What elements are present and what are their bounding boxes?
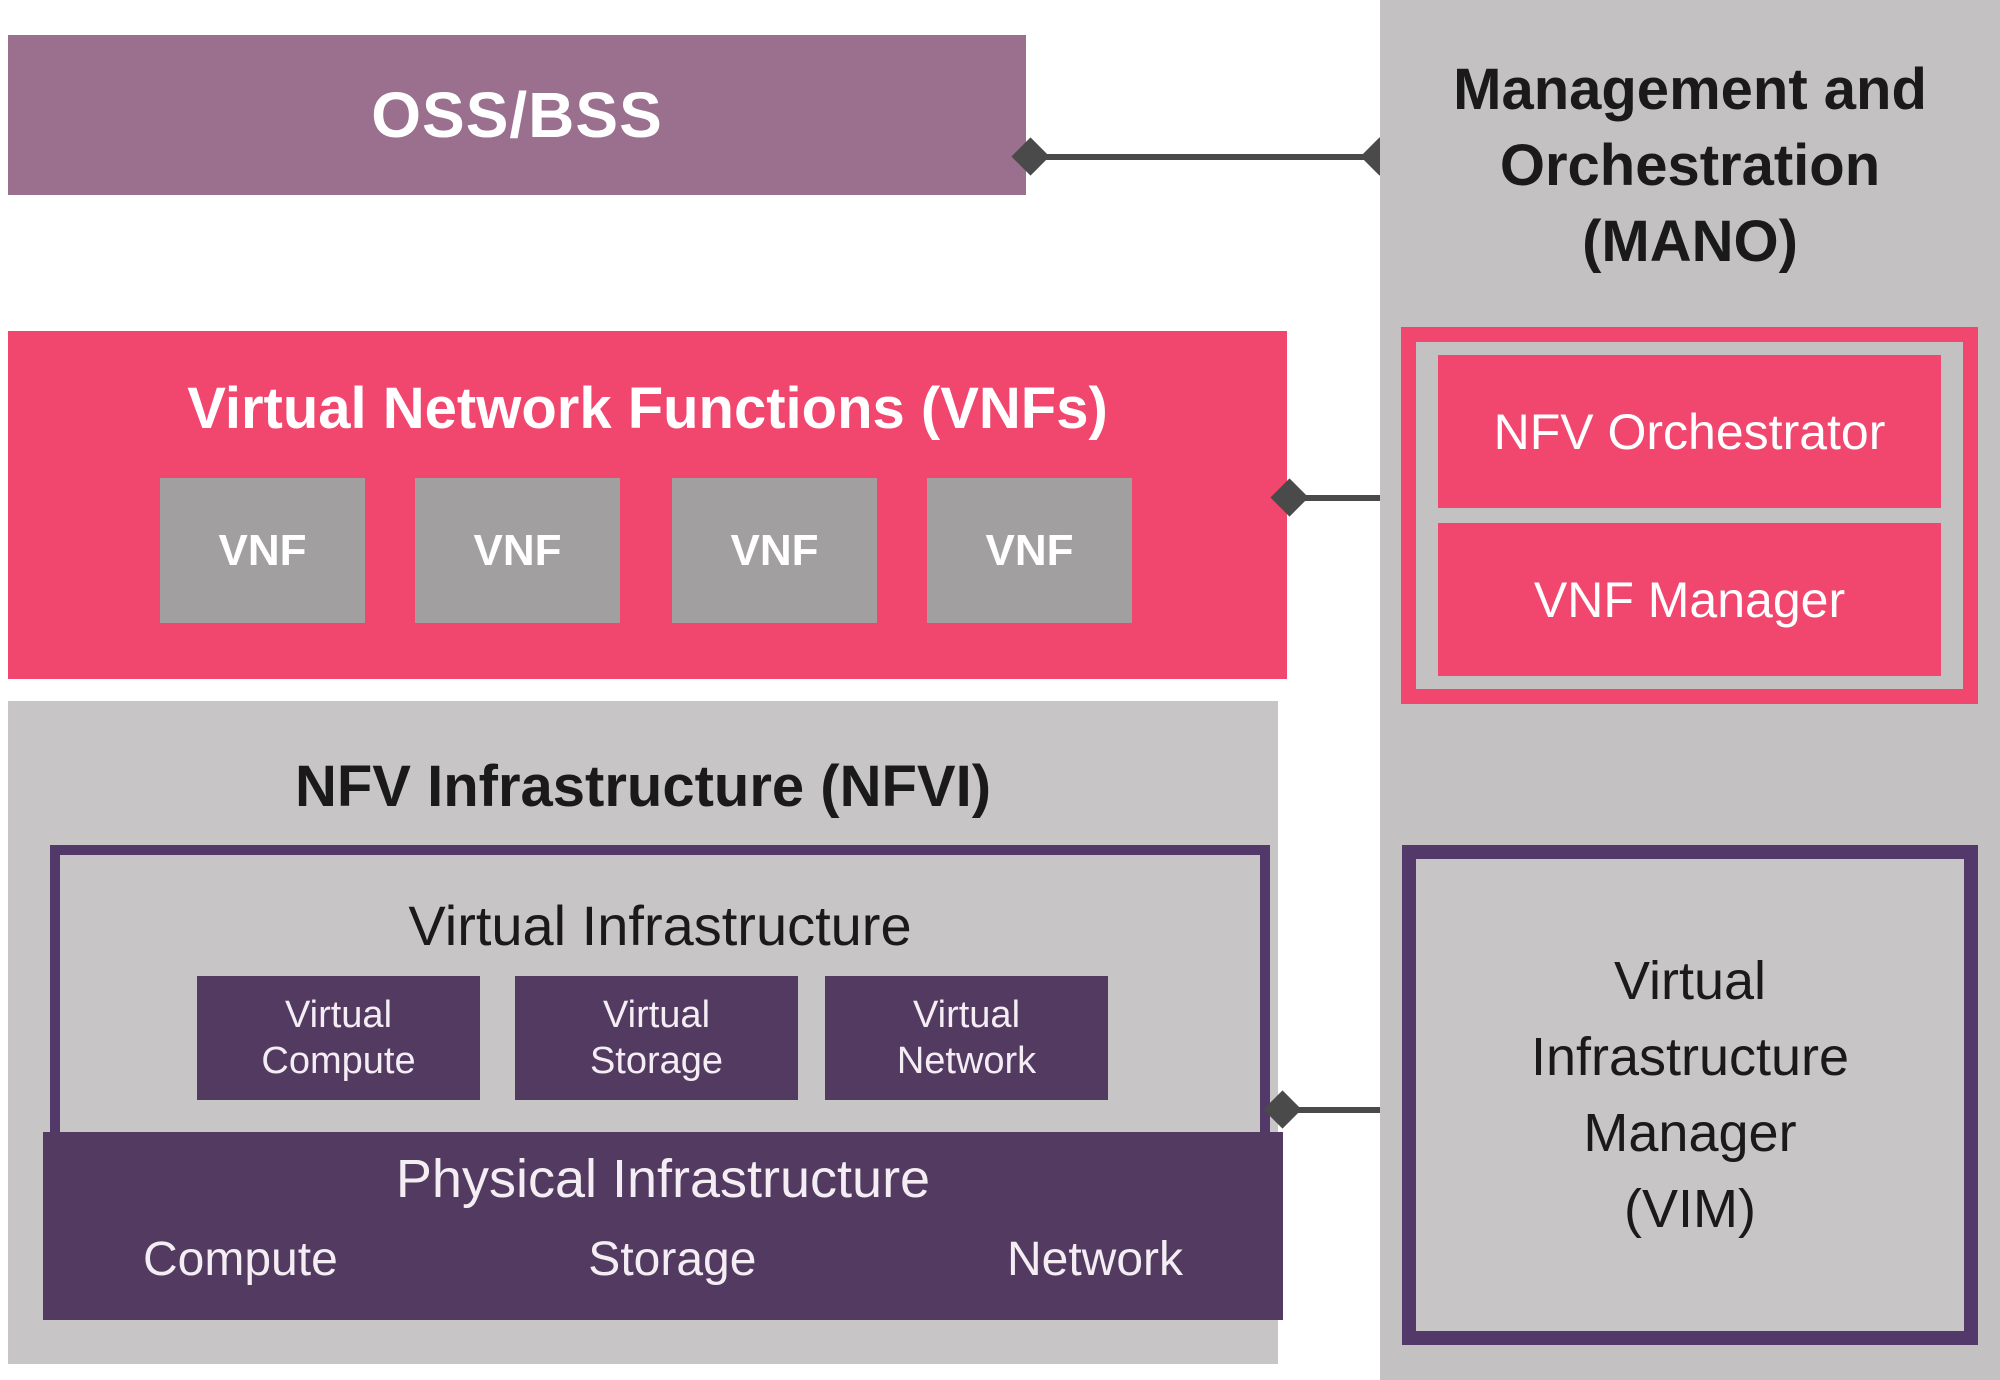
nfv-orchestrator-label: NFV Orchestrator	[1493, 403, 1886, 460]
vnfs-title: Virtual Network Functions (VNFs)	[187, 376, 1108, 441]
virtual-network-label-line2: Network	[896, 1040, 1037, 1082]
vnf-label: VNF	[218, 525, 307, 575]
virtual-infrastructure-title: Virtual Infrastructure	[408, 894, 912, 957]
connector-nfvi-vim	[1263, 1090, 1423, 1129]
orchestration-group-box: NFV Orchestrator VNF Manager	[1401, 327, 1978, 704]
oss-bss-box: OSS/BSS	[8, 35, 1026, 195]
mano-title-line2: Orchestration	[1499, 133, 1881, 198]
physical-infrastructure-box: Physical Infrastructure Compute Storage …	[43, 1132, 1283, 1320]
vim-label-line1: Virtual	[1613, 951, 1767, 1011]
virtual-compute-box: Virtual Compute	[197, 976, 480, 1100]
physical-infrastructure-labels: Compute Storage Network	[43, 1232, 1283, 1287]
physical-infrastructure-title: Physical Infrastructure	[395, 1149, 931, 1209]
orchestration-group-inner: NFV Orchestrator VNF Manager	[1416, 342, 1963, 689]
physical-storage-label: Storage	[588, 1233, 757, 1286]
vnf-label: VNF	[473, 525, 562, 575]
virtual-compute-label-line2: Compute	[261, 1040, 416, 1082]
vnfs-box: Virtual Network Functions (VNFs) VNF VNF…	[8, 331, 1287, 679]
vnf-box-2: VNF	[415, 478, 620, 623]
physical-compute-label: Compute	[143, 1233, 338, 1286]
vnf-box-3: VNF	[672, 478, 877, 623]
vnf-label: VNF	[985, 525, 1074, 575]
mano-title-line3: (MANO)	[1582, 209, 1798, 274]
mano-title: Management and Orchestration (MANO)	[1380, 52, 2000, 280]
mano-title-line1: Management and	[1453, 57, 1927, 122]
virtual-compute-label-line1: Virtual	[284, 994, 393, 1036]
oss-bss-label: OSS/BSS	[371, 79, 663, 151]
virtual-storage-box: Virtual Storage	[515, 976, 798, 1100]
nfv-orchestrator-box: NFV Orchestrator	[1438, 355, 1941, 508]
nfvi-title: NFV Infrastructure (NFVI)	[294, 754, 992, 819]
vnf-box-1: VNF	[160, 478, 365, 623]
vim-box: Virtual Infrastructure Manager (VIM)	[1402, 845, 1978, 1345]
virtual-storage-label-line2: Storage	[589, 1040, 724, 1082]
connector-ossbss-mano	[1011, 137, 1399, 176]
mano-panel: Management and Orchestration (MANO) NFV …	[1380, 0, 2000, 1380]
vim-label-line2: Infrastructure	[1530, 1027, 1850, 1087]
virtual-network-box: Virtual Network	[825, 976, 1108, 1100]
nfvi-box: NFV Infrastructure (NFVI) Virtual Infras…	[8, 701, 1283, 1364]
vnf-box-4: VNF	[927, 478, 1132, 623]
vnf-label: VNF	[730, 525, 819, 575]
vim-label-line4: (VIM)	[1624, 1179, 1756, 1239]
vim-label-line3: Manager	[1583, 1103, 1797, 1163]
virtual-storage-label-line1: Virtual	[602, 994, 711, 1036]
vnf-manager-box: VNF Manager	[1438, 523, 1941, 676]
physical-network-label: Network	[1006, 1233, 1183, 1286]
virtual-network-label-line1: Virtual	[912, 994, 1021, 1036]
connector-vnfs-orchestrator	[1270, 478, 1421, 517]
vnf-manager-label: VNF Manager	[1533, 571, 1846, 628]
